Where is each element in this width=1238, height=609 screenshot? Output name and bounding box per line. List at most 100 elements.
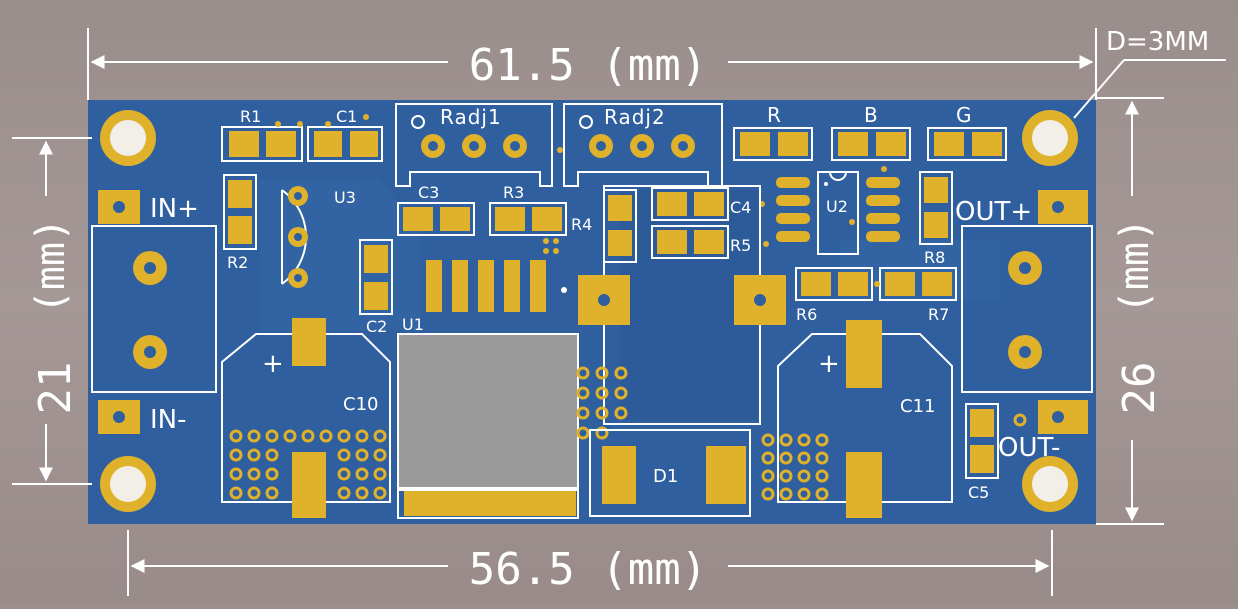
dim-bottom: 56.5 (mm) <box>127 530 1053 596</box>
r6-outline <box>795 267 873 301</box>
inductor-pad-2 <box>734 275 786 325</box>
via-cluster <box>543 238 559 254</box>
c1-pad-b <box>350 131 378 157</box>
led-g-outline <box>927 127 1007 161</box>
d1-pad-a <box>602 446 636 504</box>
u3-pin-3 <box>288 268 308 288</box>
u2-pin1-dot <box>824 182 828 186</box>
c10-pad-minus <box>292 452 326 518</box>
r1-pad-b <box>266 131 296 157</box>
r1-pad-a <box>229 131 259 157</box>
c5-pad-b <box>970 445 994 473</box>
c4-label: C4 <box>730 198 751 217</box>
led-r-pad-a <box>740 132 770 156</box>
c3-pad-b <box>440 207 470 231</box>
c11-plus-mark: + <box>818 349 840 379</box>
led-b-pad-b <box>876 132 906 156</box>
r8-pad-a <box>924 177 948 203</box>
r3-pad-b <box>532 207 562 231</box>
c10-label: C10 <box>343 394 378 415</box>
mount-hole-br <box>1022 456 1078 512</box>
d1-outline <box>589 429 751 517</box>
r7-label: R7 <box>928 305 949 324</box>
via <box>557 147 563 153</box>
in-minus-pad <box>98 400 140 434</box>
dim-left-value: 21 <box>30 362 81 415</box>
u1-label: U1 <box>402 315 424 334</box>
u2-pins-right <box>866 177 900 242</box>
c11-outline <box>777 333 953 503</box>
led-r-outline <box>733 127 813 161</box>
c5-label: C5 <box>968 483 989 502</box>
c1-pad-a <box>314 131 342 157</box>
c11-pad-minus <box>846 452 882 518</box>
led-g-pad-b <box>972 132 1002 156</box>
out-plus-pad <box>1038 190 1088 224</box>
in-plus-label: IN+ <box>150 194 199 224</box>
u2-notch <box>829 171 847 181</box>
via <box>363 114 369 120</box>
c3-label: C3 <box>418 183 439 202</box>
output-terminal-outline <box>961 225 1093 393</box>
c2-pad-a <box>364 245 388 273</box>
radj2-label: Radj2 <box>604 105 666 129</box>
out-terminal-pad-2 <box>1008 335 1042 369</box>
led-g-pad-a <box>934 132 964 156</box>
radj1-label: Radj1 <box>440 105 502 129</box>
c2-label: C2 <box>366 317 387 336</box>
out-minus-label: OUT- <box>998 433 1060 463</box>
r8-label: R8 <box>924 248 945 267</box>
c4-pad-a <box>657 192 687 216</box>
c10-plus-mark: + <box>262 349 284 379</box>
c4-outline <box>651 187 729 221</box>
u1-pin1-dot <box>561 287 567 293</box>
c11-pad-plus <box>846 320 882 388</box>
dim-right: (mm) 26 <box>1096 97 1165 525</box>
in-terminal-pad-2 <box>133 335 167 369</box>
c1-outline <box>307 126 383 162</box>
in-terminal-pad-1 <box>133 251 167 285</box>
radj1-pin-1 <box>421 134 445 158</box>
dim-right-unit: (mm) <box>1112 218 1158 314</box>
c10-outline <box>221 333 391 503</box>
u2-pins-left <box>776 177 810 242</box>
via <box>763 241 769 247</box>
led-g-label: G <box>956 103 972 127</box>
dim-left-unit: (mm) <box>28 218 74 314</box>
in-minus-label: IN- <box>150 405 187 435</box>
r4-label: R4 <box>571 215 592 234</box>
dim-hole-label: D=3MM <box>1106 27 1209 57</box>
r7-pad-a <box>885 272 915 296</box>
out-plus-label: OUT+ <box>955 197 1032 227</box>
out-terminal-pad-1 <box>1008 251 1042 285</box>
r5-outline <box>651 225 729 259</box>
led-b-outline <box>831 127 911 161</box>
c11-via-grid <box>761 433 829 501</box>
via <box>297 121 303 127</box>
r5-pad-a <box>657 230 687 254</box>
r5-label: R5 <box>730 236 751 255</box>
radj2-pin1-marker <box>579 115 593 129</box>
radj2-pin-3 <box>671 134 695 158</box>
radj2-pin-2 <box>630 134 654 158</box>
via <box>874 281 880 287</box>
r8-pad-b <box>924 212 948 238</box>
mount-hole-bl <box>100 456 156 512</box>
u1-tab-pad <box>404 488 576 516</box>
u1-tab-outline <box>397 487 579 519</box>
c11-label: C11 <box>900 396 935 417</box>
led-b-pad-a <box>838 132 868 156</box>
u1-heatsink-body <box>397 333 579 491</box>
via <box>1013 413 1027 427</box>
u3-label: U3 <box>334 188 356 207</box>
c3-outline <box>397 202 475 236</box>
radj1-pin-2 <box>462 134 486 158</box>
radj2-pin-1 <box>589 134 613 158</box>
r2-pad-a <box>228 180 252 208</box>
c10-pad-plus <box>292 318 326 366</box>
r2-outline <box>223 174 257 250</box>
r4-pad-b <box>608 230 632 256</box>
r3-pad-a <box>495 207 525 231</box>
led-r-pad-b <box>778 132 808 156</box>
